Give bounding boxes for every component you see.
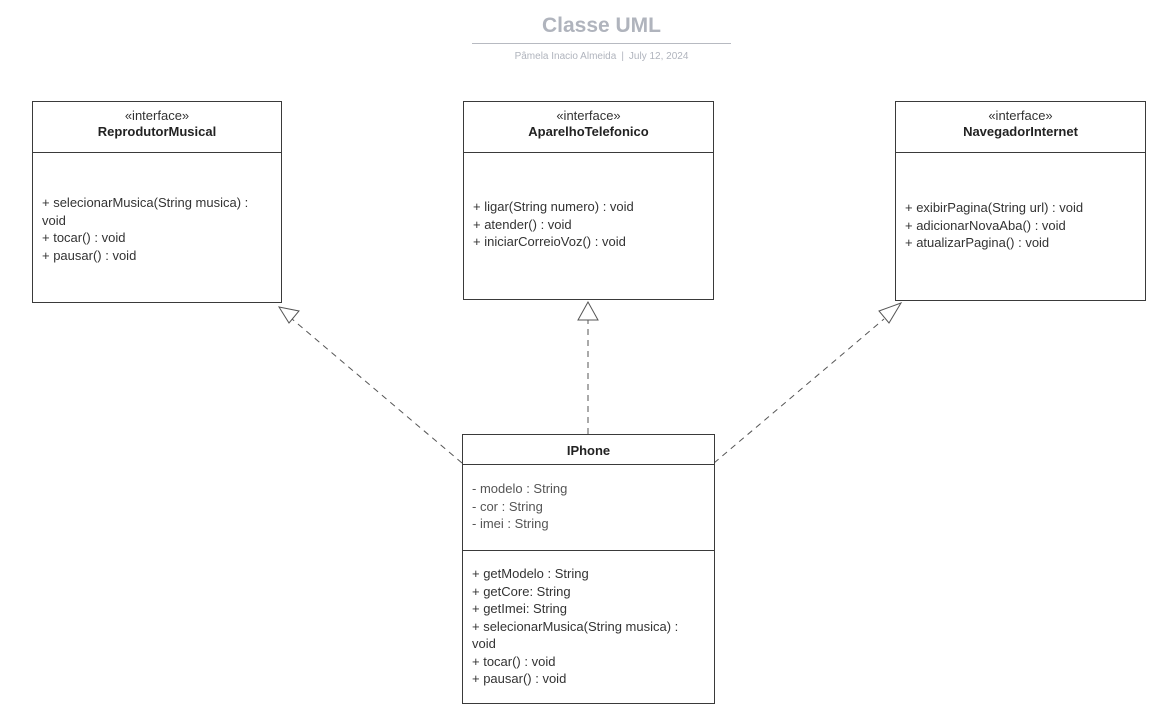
method-item: + atender() : void [473, 216, 572, 232]
attribute-list: - modelo : String - cor : String - imei … [463, 465, 714, 551]
author-name: Pâmela Inacio Almeida [514, 51, 617, 62]
method-item: void [42, 212, 66, 228]
attribute-item: - modelo : String [472, 481, 568, 496]
method-item: + tocar() : void [472, 653, 556, 669]
diagram-date: July 12, 2024 [628, 51, 689, 62]
interface-header: «interface» AparelhoTelefonico [464, 102, 713, 153]
realization-aparelho [577, 300, 599, 434]
class-iphone[interactable]: IPhone - modelo : String - cor : String … [462, 434, 715, 704]
method-item: + getModelo : String [472, 566, 589, 581]
byline-separator: | [621, 51, 624, 62]
method-list: + exibirPagina(String url) : void + adic… [896, 153, 1145, 252]
stereotype-label: «interface» [556, 108, 621, 123]
stereotype-label: «interface» [124, 108, 190, 123]
interface-name: NavegadorInternet [963, 124, 1078, 139]
attribute-item: - cor : String [472, 498, 543, 514]
interface-header: «interface» ReprodutorMusical [33, 102, 281, 153]
realization-arrowhead-aparelho [577, 300, 599, 321]
method-item: + pausar() : void [472, 671, 567, 686]
method-item: + adicionarNovaAba() : void [905, 217, 1066, 233]
realization-reprodutor [277, 306, 463, 464]
interface-aparelho-telefonico[interactable]: «interface» AparelhoTelefonico + ligar(S… [463, 101, 714, 300]
method-list: + getModelo : String + getCore: String +… [463, 551, 714, 688]
method-item: + pausar() : void [42, 247, 137, 263]
realization-navegador [713, 302, 903, 464]
method-item: + atualizarPagina() : void [905, 235, 1050, 250]
method-item: + getCore: String [472, 583, 571, 599]
method-item: void [472, 636, 496, 651]
method-item: + selecionarMusica(String musica) : [42, 195, 249, 210]
byline: Pâmela Inacio Almeida | July 12, 2024 [472, 51, 731, 62]
diagram-title: Classe UML [541, 14, 662, 37]
title-divider [472, 43, 731, 44]
class-header: IPhone [463, 435, 714, 465]
method-item: + ligar(String numero) : void [473, 199, 634, 214]
dashed-line-navegador [713, 318, 885, 464]
dashed-line-reprodutor [291, 318, 463, 464]
interface-name: ReprodutorMusical [97, 124, 217, 139]
attribute-item: - imei : String [472, 516, 549, 531]
realization-arrowhead-navegador [878, 302, 903, 324]
method-item: + selecionarMusica(String musica) : [472, 618, 679, 634]
method-item: + iniciarCorreioVoz() : void [473, 234, 626, 249]
interface-header: «interface» NavegadorInternet [896, 102, 1145, 153]
stereotype-label: «interface» [988, 108, 1053, 123]
method-item: + exibirPagina(String url) : void [905, 200, 1084, 215]
method-item: + tocar() : void [42, 230, 126, 245]
method-item: + getImei: String [472, 601, 568, 616]
method-list: + ligar(String numero) : void + atender(… [464, 153, 713, 251]
realization-arrowhead-reprodutor [277, 306, 300, 324]
interface-reprodutor-musical[interactable]: «interface» ReprodutorMusical + selecion… [32, 101, 282, 303]
interface-name: AparelhoTelefonico [528, 124, 649, 139]
diagram-header: Classe UML Pâmela Inacio Almeida | July 12… [472, 12, 731, 62]
method-list: + selecionarMusica(String musica) : void… [33, 153, 281, 264]
class-name: IPhone [566, 443, 611, 458]
interface-navegador-internet[interactable]: «interface» NavegadorInternet + exibirPa… [895, 101, 1146, 301]
